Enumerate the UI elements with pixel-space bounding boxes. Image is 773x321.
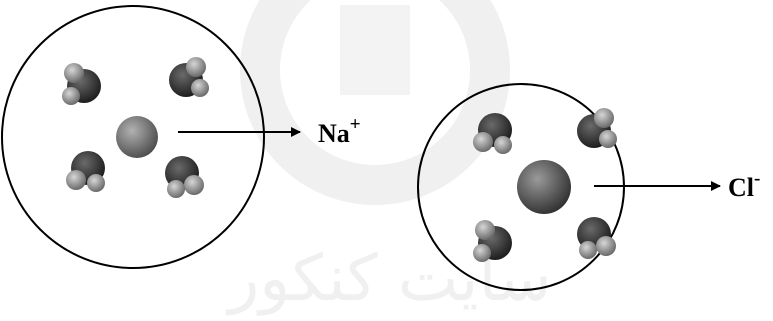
water-molecule	[577, 217, 616, 259]
water-molecule	[473, 220, 512, 262]
sodium-ion	[116, 116, 158, 158]
water-molecule	[577, 108, 617, 148]
water-molecule	[165, 156, 204, 198]
water-molecule	[62, 63, 101, 105]
chloride-charge: -	[754, 168, 760, 189]
sodium-charge: +	[350, 114, 361, 135]
watermark: سایت کنکور	[225, 0, 552, 316]
sodium-hydration-shell	[1, 5, 265, 269]
chloride-ion	[517, 160, 571, 214]
water-molecule	[66, 151, 105, 192]
water-molecule	[169, 57, 209, 97]
hydration-sphere-outline	[1, 5, 265, 269]
sodium-label: Na+	[318, 114, 361, 148]
chloride-symbol: Cl	[728, 173, 754, 202]
sodium-symbol: Na	[318, 119, 350, 148]
chloride-label: Cl-	[728, 168, 760, 202]
